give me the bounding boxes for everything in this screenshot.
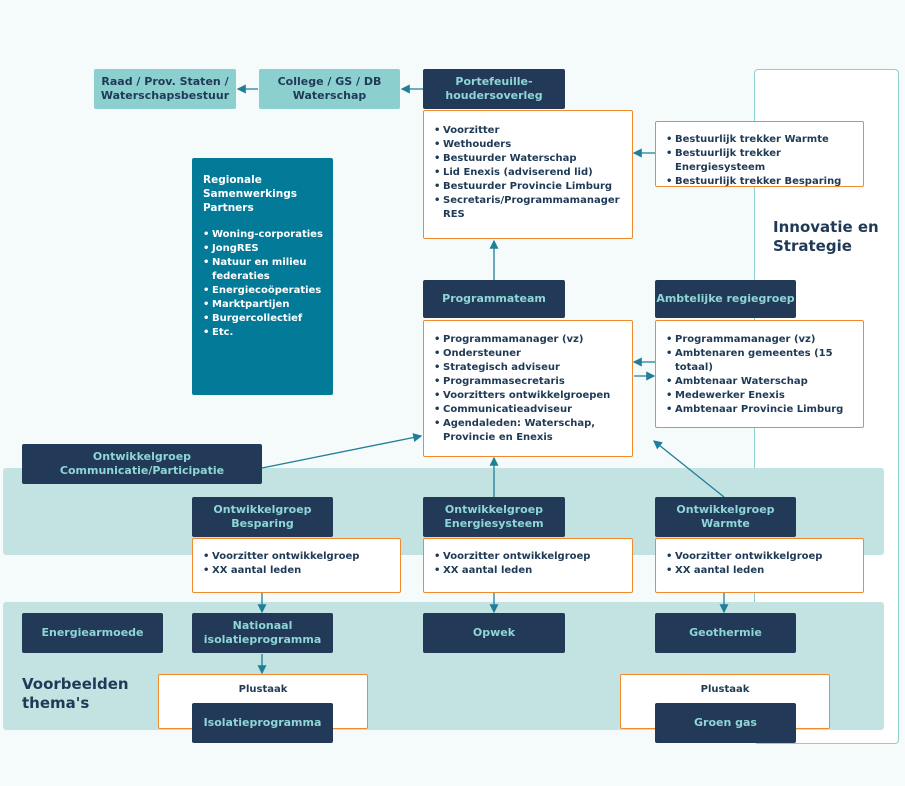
ambtelijk-item: Ambtenaar Waterschap [666,375,857,389]
programmateam-item: Communicatieadviseur [434,403,626,417]
warmte-header: Ontwikkelgroep Warmte [655,497,796,537]
portefeuille-header: Portefeuille-houdersoverleg [423,69,565,109]
portefeuille-item: Wethouders [434,138,624,152]
ambtelijk-item: Programmamanager (vz) [666,333,857,347]
programmateam-title: Programmateam [442,292,546,305]
warmte-item: Voorzitter ontwikkelgroep [666,550,857,564]
arrow-communicatie-programmateam [261,433,423,469]
programmateam-list: Programmamanager (vz) Ondersteuner Strat… [423,320,633,457]
ambtelijk-item: Ambtenaren gemeentes (15 totaal) [666,347,857,375]
energiesysteem-title: Ontwikkelgroep Energiesysteem [444,503,544,530]
programmateam-item: Agendaleden: Waterschap, Provincie en En… [434,417,626,445]
besparing-item: Voorzitter ontwikkelgroep [203,550,394,564]
plustaak-label: Plustaak [238,684,288,695]
energiearmoede-box: Energiearmoede [22,613,163,653]
college-box: College / GS / DB Waterschap [259,69,400,109]
portefeuille-item: Lid Enexis (adviserend lid) [434,166,624,180]
besparing-title: Ontwikkelgroep Besparing [213,503,312,530]
portefeuille-title: Portefeuille-houdersoverleg [445,75,543,102]
communicatie-title: Ontwikkelgroep Communicatie/Participatie [59,450,225,477]
isolatieprogramma-label: Isolatieprogramma [203,716,322,729]
trekkers-list: Bestuurlijk trekker Warmte Bestuurlijk t… [655,121,864,189]
programmateam-item: Strategisch adviseur [434,361,626,375]
rsp-item: Natuur en milieu federaties [203,256,325,284]
portefeuille-list: Voorzitter Wethouders Bestuurder Watersc… [423,110,633,239]
groengas-label: Groen gas [694,716,757,729]
programmateam-item: Ondersteuner [434,347,626,361]
energiearmoede-label: Energiearmoede [41,626,144,639]
besparing-list: Voorzitter ontwikkelgroep XX aantal lede… [192,538,401,593]
opwek-label: Opwek [472,626,516,639]
trekker-item: Bestuurlijk trekker Warmte [666,133,857,147]
trekker-item: Bestuurlijk trekker Energiesysteem [666,147,857,175]
rsp-title: Regionale Samenwerkings Partners [203,174,298,214]
rsp-item: Burgercollectief [203,312,325,326]
energiesysteem-item: XX aantal leden [434,564,626,578]
portefeuille-item: Bestuurder Waterschap [434,152,624,166]
programmateam-item: Programmamanager (vz) [434,333,626,347]
nationaal-box: Nationaal isolatieprogramma [192,613,333,653]
rsp-item: Etc. [203,326,325,340]
programmateam-item: Voorzitters ontwikkelgroepen [434,389,626,403]
besparing-item: XX aantal leden [203,564,394,578]
ambtelijk-item: Ambtenaar Provincie Limburg [666,403,857,417]
geothermie-label: Geothermie [689,626,762,639]
rsp-box: Regionale Samenwerkings Partners Woning-… [192,158,333,395]
groengas-box: Groen gas [655,703,796,743]
besparing-header: Ontwikkelgroep Besparing [192,497,333,537]
portefeuille-item: Voorzitter [434,124,624,138]
rsp-item: JongRES [203,242,325,256]
programmateam-item: Programmasecretaris [434,375,626,389]
themas-label: Voorbeelden thema's [22,675,129,712]
plustaak-label: Plustaak [700,684,750,695]
rsp-item: Woning-corporaties [203,228,325,242]
geothermie-box: Geothermie [655,613,796,653]
portefeuille-item: Bestuurder Provincie Limburg [434,180,624,194]
college-label: College / GS / DB Waterschap [277,75,382,102]
nationaal-label: Nationaal isolatieprogramma [203,619,322,646]
arrow-warmte-programmateam [652,440,725,498]
warmte-title: Ontwikkelgroep Warmte [676,503,775,530]
opwek-box: Opwek [423,613,565,653]
ambtelijk-header: Ambtelijke regiegroep [655,280,796,318]
ambtelijk-title: Ambtelijke regiegroep [656,292,795,305]
isolatieprogramma-box: Isolatieprogramma [192,703,333,743]
portefeuille-item: Secretaris/Programmamanager RES [434,194,624,222]
rsp-item: Marktpartijen [203,298,325,312]
warmte-list: Voorzitter ontwikkelgroep XX aantal lede… [655,538,864,593]
raad-label: Raad / Prov. Staten / Waterschapsbestuur [100,75,230,102]
ambtelijk-list: Programmamanager (vz) Ambtenaren gemeent… [655,320,864,428]
programmateam-header: Programmateam [423,280,565,318]
energiesysteem-list: Voorzitter ontwikkelgroep XX aantal lede… [423,538,633,593]
ambtelijk-item: Medewerker Enexis [666,389,857,403]
warmte-item: XX aantal leden [666,564,857,578]
communicatie-box: Ontwikkelgroep Communicatie/Participatie [22,444,262,484]
energiesysteem-item: Voorzitter ontwikkelgroep [434,550,626,564]
raad-box: Raad / Prov. Staten / Waterschapsbestuur [94,69,236,109]
innovatie-label: Innovatie en Strategie [773,218,879,255]
trekker-item: Bestuurlijk trekker Besparing [666,175,857,189]
energiesysteem-header: Ontwikkelgroep Energiesysteem [423,497,565,537]
rsp-item: Energiecoöperaties [203,284,325,298]
